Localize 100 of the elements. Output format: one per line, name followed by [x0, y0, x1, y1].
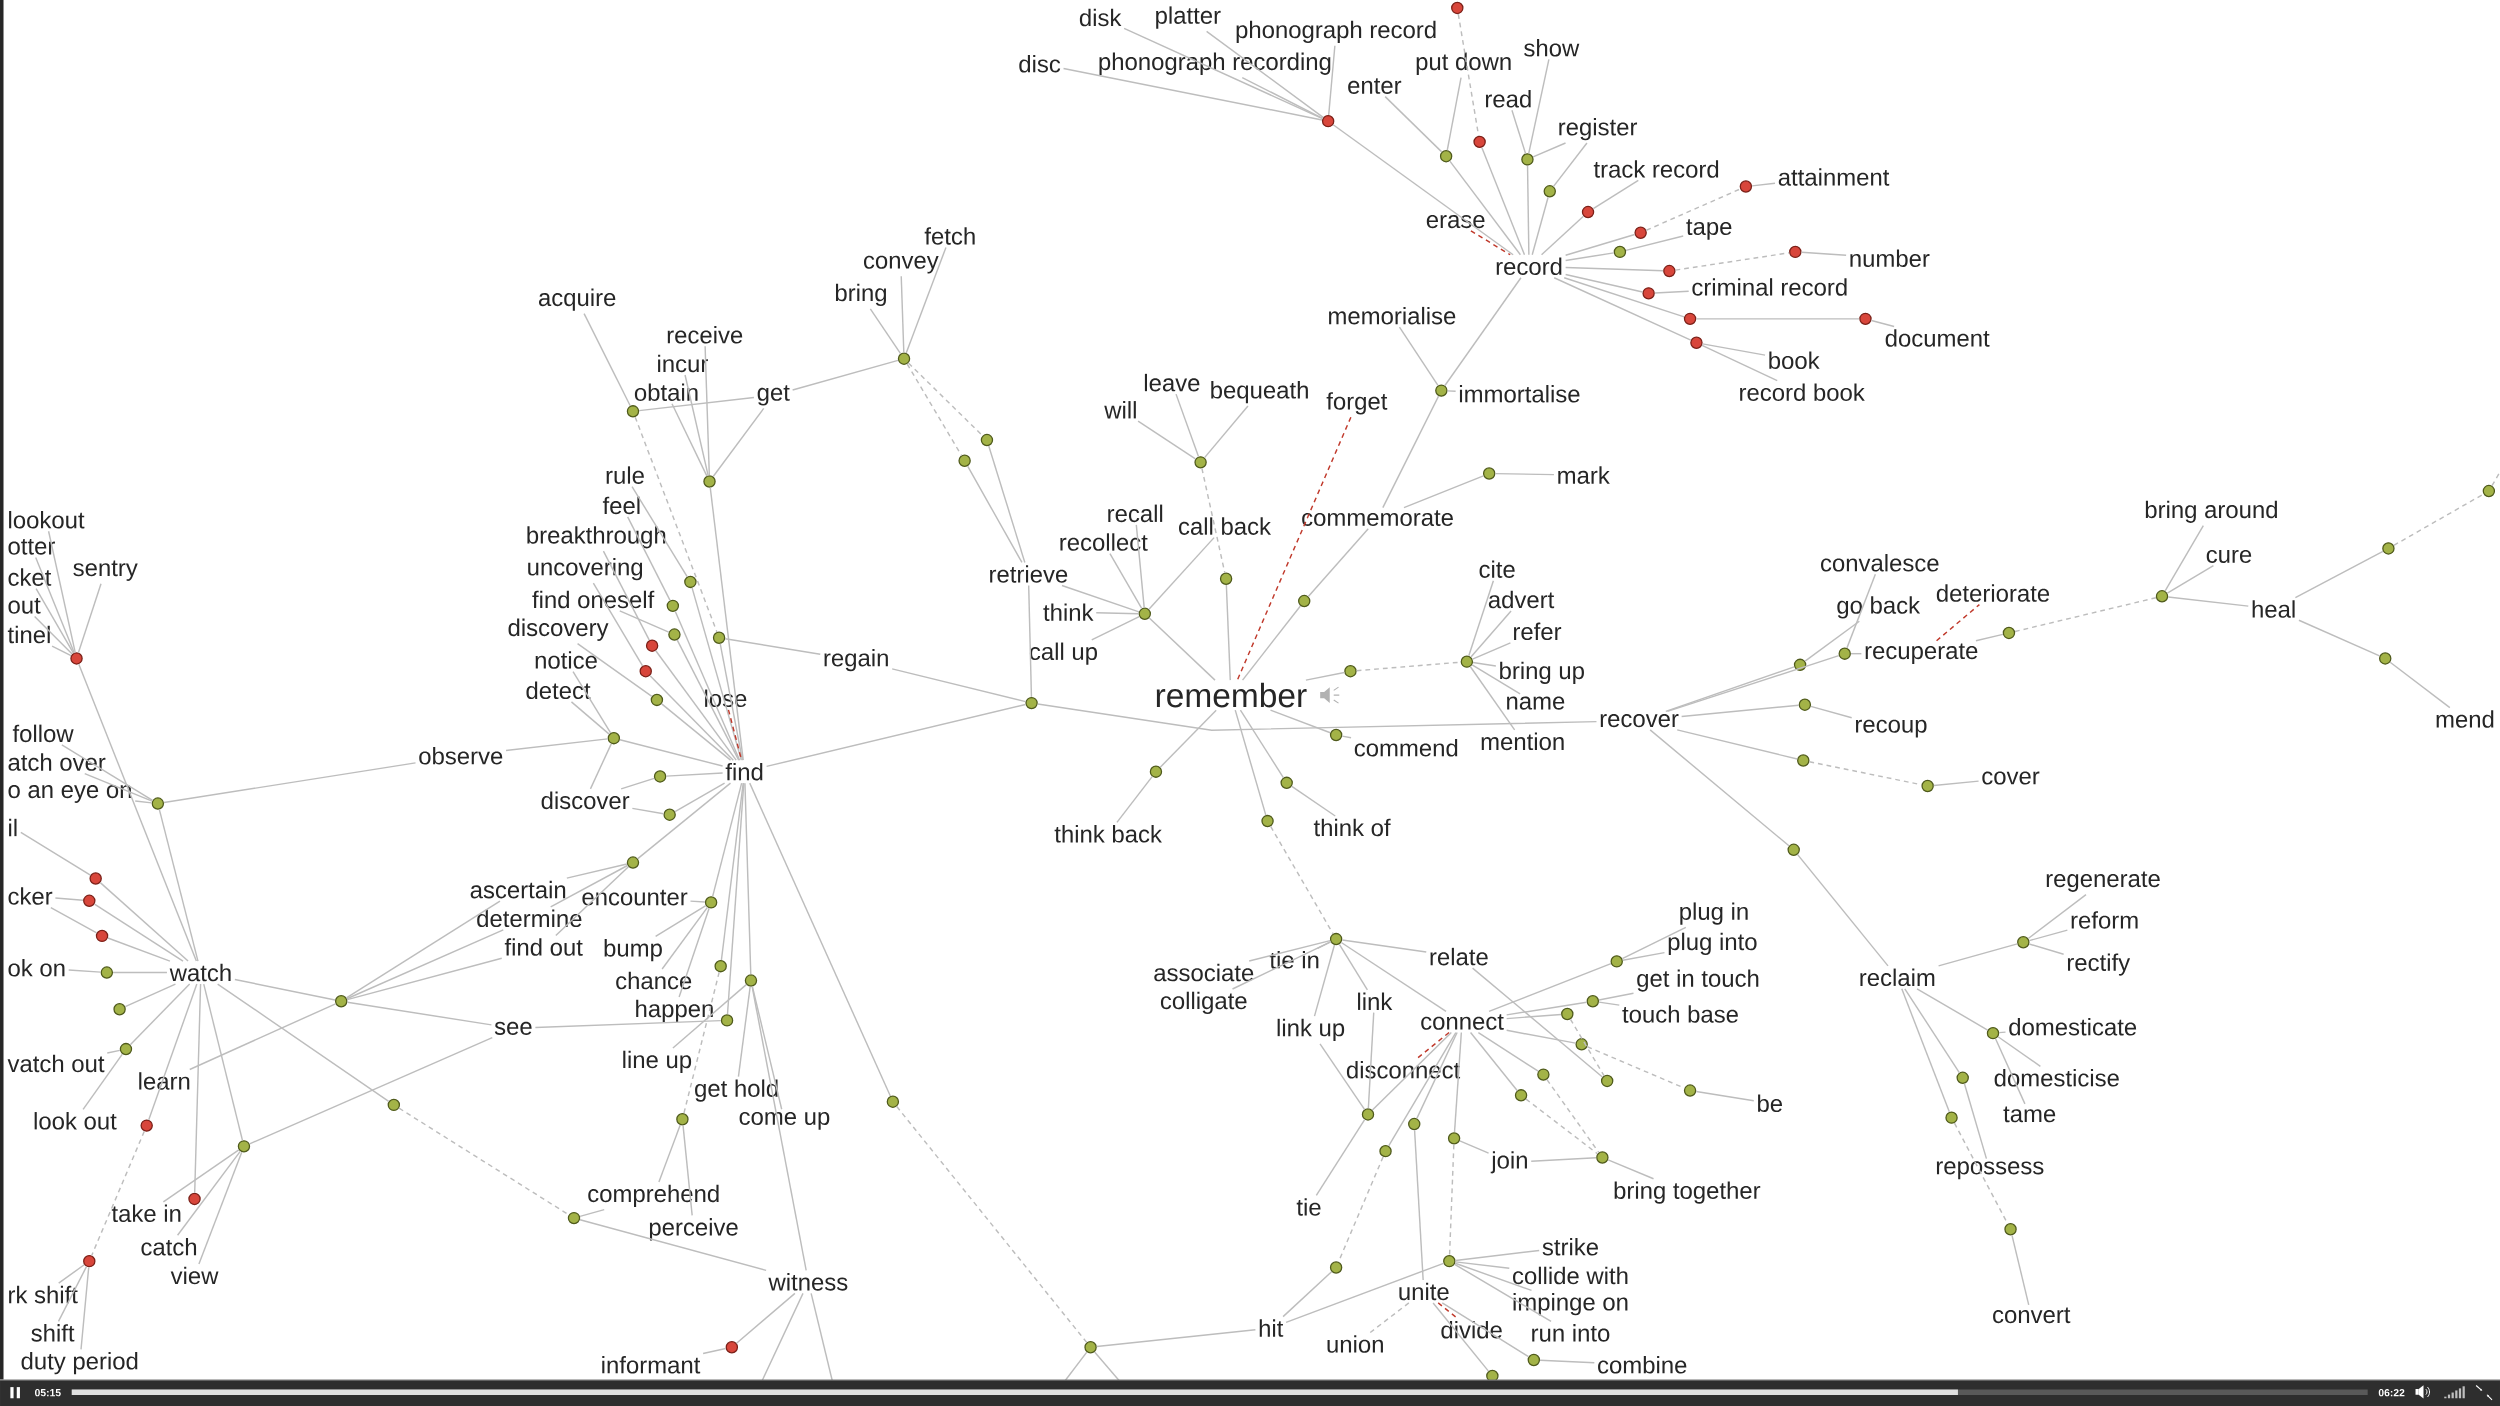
- connector-line: [1369, 1302, 1410, 1334]
- time-label: 06:22: [2378, 1388, 2405, 1397]
- connector-line: [346, 957, 503, 1001]
- connector-line: [1701, 343, 1766, 356]
- connector-line: [20, 831, 92, 876]
- connector-line: [1449, 160, 1522, 256]
- word-label: uncovering: [528, 557, 643, 581]
- connector-line: [1384, 95, 1443, 153]
- connector-line: [1231, 940, 1332, 990]
- connector-line: [744, 782, 752, 975]
- word-label: tie in: [1269, 950, 1319, 969]
- word-label: join: [1490, 1151, 1527, 1174]
- connector-line: [1477, 1031, 1539, 1072]
- connector-line: [1203, 405, 1249, 459]
- connector-line: [672, 983, 747, 1049]
- connector-line: [1159, 709, 1217, 768]
- word-label: will: [1104, 400, 1136, 419]
- connector-line: [1135, 524, 1145, 609]
- word-label: feel: [602, 496, 640, 515]
- connector-line: [1540, 215, 1585, 256]
- word-label: phonograph recording: [1099, 52, 1331, 75]
- connector-line: [1494, 472, 1555, 476]
- connector-line: [719, 643, 744, 761]
- connector-line: [189, 1003, 337, 1071]
- connector-line: [1810, 705, 1853, 719]
- word-label: tame: [2003, 1106, 2056, 1123]
- connector-line: [661, 906, 709, 970]
- connector-line: [1234, 709, 1267, 816]
- connector-line: [1525, 1098, 1599, 1155]
- connector-line: [2294, 550, 2384, 599]
- connector-line: [1437, 1302, 1458, 1319]
- connector-line: [57, 1265, 88, 1322]
- word-label: mention: [1481, 732, 1564, 751]
- connector-line: [1680, 704, 1800, 718]
- connector-line: [78, 663, 198, 962]
- connector-line: [1804, 620, 1861, 662]
- connector-line: [124, 983, 177, 1008]
- connector-line: [1666, 654, 1840, 712]
- connector-line: [1505, 1029, 1577, 1044]
- connector-line: [1505, 1013, 1562, 1020]
- connector-line: [602, 550, 650, 641]
- connector-line: [637, 782, 732, 860]
- connector-line: [1327, 44, 1336, 116]
- word-label: union: [1327, 1335, 1383, 1353]
- word-label: informant: [602, 1355, 701, 1374]
- word-label: catch: [141, 1237, 197, 1256]
- word-label: call back: [1179, 517, 1271, 535]
- connector-line: [572, 670, 612, 734]
- connector-line: [1916, 988, 1989, 1031]
- connector-line: [988, 445, 1026, 564]
- connector-line: [148, 983, 198, 1121]
- connector-line: [619, 738, 724, 767]
- connector-line: [1291, 785, 1336, 817]
- word-label: document: [1885, 329, 1990, 347]
- connector-line: [684, 374, 709, 477]
- word-label: observe: [419, 746, 503, 765]
- word-label: enter: [1348, 78, 1402, 94]
- connector-line: [1901, 988, 1951, 1113]
- connector-line: [1470, 610, 1512, 658]
- connector-line: [683, 971, 720, 1114]
- word-label: read: [1485, 89, 1531, 108]
- connector-line: [1454, 1249, 1540, 1261]
- word-label: cket: [8, 568, 52, 586]
- word-label: chance: [616, 971, 692, 990]
- connector-line: [631, 485, 688, 578]
- connector-line: [2491, 471, 2500, 487]
- connector-line: [1674, 252, 1790, 271]
- word-label: retrieve: [990, 565, 1068, 583]
- connector-line: [198, 1151, 243, 1265]
- word-label: advert: [1488, 590, 1555, 609]
- connector-line: [674, 610, 741, 761]
- connector-line: [1846, 573, 1877, 649]
- connector-line: [1248, 939, 1331, 962]
- connector-line: [1095, 612, 1140, 615]
- connector-line: [1205, 30, 1324, 119]
- word-label: tie: [1296, 1198, 1321, 1216]
- connector-line: [869, 307, 902, 355]
- connector-line: [1446, 76, 1462, 151]
- word-label: cover: [1982, 771, 2040, 785]
- word-label: take in: [111, 1204, 181, 1222]
- word-label: recall: [1108, 504, 1163, 523]
- connector-line: [1241, 605, 1302, 681]
- connector-line: [1116, 775, 1153, 823]
- word-label: touch base: [1622, 1005, 1738, 1023]
- connector-line: [709, 486, 744, 761]
- connector-line: [1307, 527, 1369, 597]
- connector-line: [1796, 853, 1889, 967]
- word-label: reform: [2071, 911, 2138, 929]
- word-label: call up: [1029, 642, 1097, 665]
- word-label: forget: [1326, 392, 1388, 415]
- connector-line: [658, 1124, 681, 1183]
- connector-line: [654, 904, 707, 937]
- word-label: comprehend: [588, 1184, 719, 1207]
- connector-line: [1469, 665, 1516, 731]
- connector-line: [1564, 233, 1636, 256]
- connector-line: [1432, 1302, 1490, 1372]
- connector-line: [1413, 1129, 1424, 1281]
- connector-line: [583, 312, 631, 407]
- word-label: mark: [1558, 466, 1610, 484]
- connector-line: [1201, 467, 1226, 574]
